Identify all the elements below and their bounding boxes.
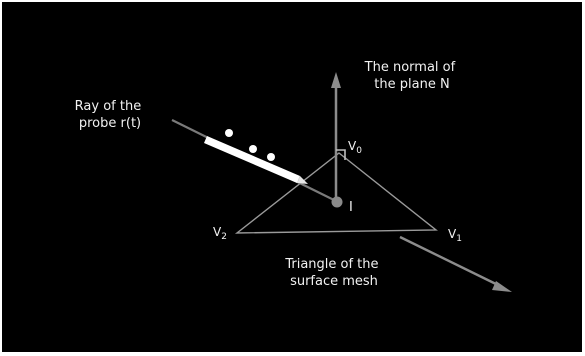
normal-label-line2: the plane N (374, 77, 449, 92)
ray-label: Ray of the probe r(t) (75, 99, 146, 131)
triangle-label-line1: Triangle of the (284, 257, 378, 272)
vertex-label-v1: V1 (448, 227, 462, 244)
surface-mesh-triangle (234, 152, 438, 234)
probe-marker (267, 153, 275, 161)
vertex-label-v2: V2 (213, 225, 227, 242)
right-angle-marker (336, 149, 346, 160)
ray-label-line1: Ray of the (75, 99, 142, 114)
plane-normal-arrow (331, 72, 341, 205)
intersection-label: I (349, 200, 353, 215)
vertex-label-v0: V0 (348, 139, 362, 156)
ray-outgoing-arrow (399, 235, 512, 292)
normal-label: The normal of the plane N (364, 60, 460, 92)
triangle-label-line2: surface mesh (290, 274, 378, 289)
probe-marker (225, 129, 233, 137)
ray-label-line2: probe r(t) (79, 116, 141, 131)
intersection-point (331, 196, 343, 208)
probe-marker (249, 145, 257, 153)
normal-label-line1: The normal of (364, 60, 456, 75)
triangle-label: Triangle of the surface mesh (284, 257, 382, 289)
probe (204, 136, 308, 184)
